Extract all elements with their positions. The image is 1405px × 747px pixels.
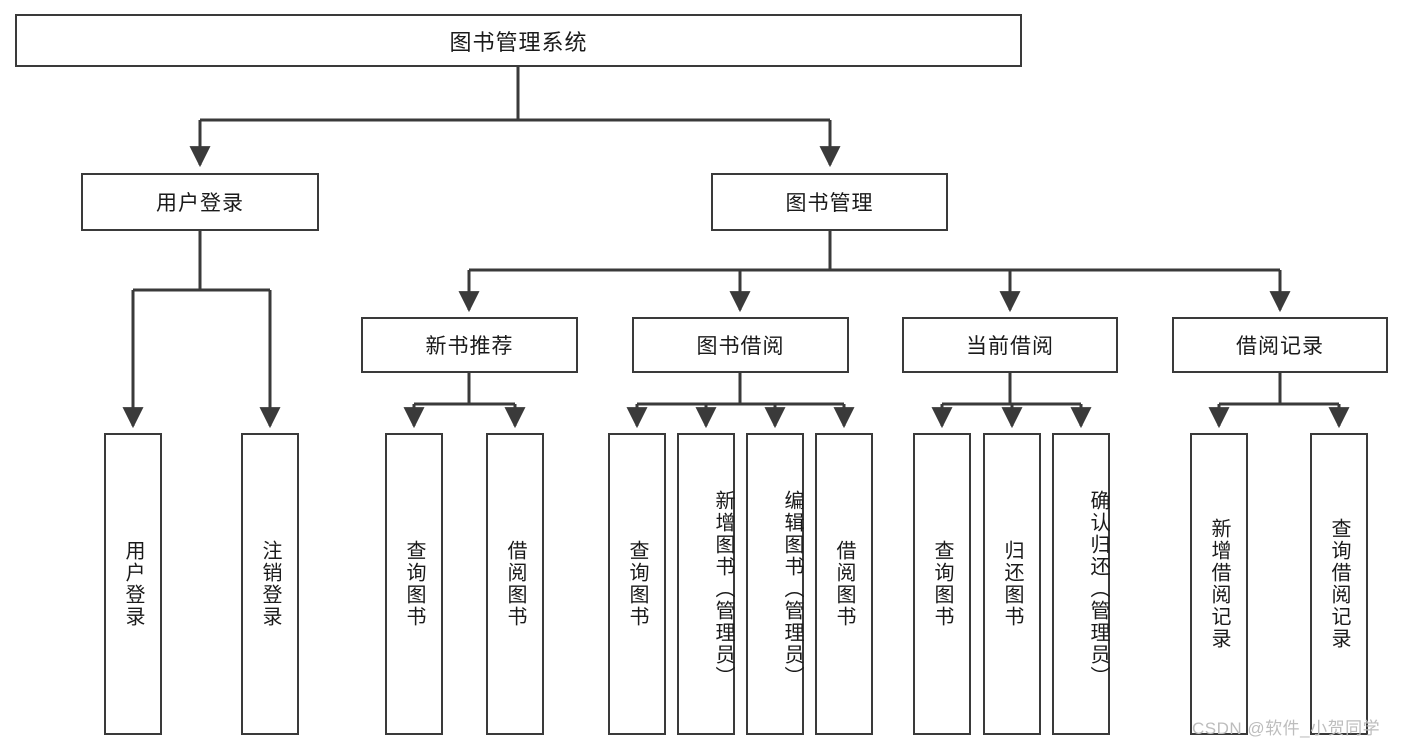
- node-borrow-record[interactable]: 借阅记录: [1172, 317, 1388, 373]
- node-label: 借阅图书: [833, 540, 855, 628]
- node-label: 确认归还（管理员）: [1087, 490, 1109, 688]
- leaf-query-book-current[interactable]: 查询图书: [913, 433, 971, 735]
- node-root-system[interactable]: 图书管理系统: [15, 14, 1022, 67]
- node-label: 查询图书: [626, 540, 648, 628]
- node-label: 新书推荐: [425, 335, 514, 358]
- leaf-borrow-book[interactable]: 借阅图书: [815, 433, 873, 735]
- node-book-borrow[interactable]: 图书借阅: [632, 317, 849, 373]
- node-label: 用户登录: [122, 540, 144, 628]
- node-label: 新增借阅记录: [1208, 518, 1230, 650]
- leaf-query-book-recommend[interactable]: 查询图书: [385, 433, 443, 735]
- watermark: CSDN @软件_小贺同学: [1192, 719, 1381, 738]
- node-label: 查询图书: [931, 540, 953, 628]
- node-label: 用户登录: [156, 192, 244, 215]
- node-label: 图书管理系统: [449, 29, 588, 55]
- leaf-query-book-borrow[interactable]: 查询图书: [608, 433, 666, 735]
- node-label: 注销登录: [259, 540, 281, 628]
- node-label: 查询借阅记录: [1328, 518, 1350, 650]
- leaf-query-borrow-record[interactable]: 查询借阅记录: [1310, 433, 1368, 735]
- leaf-confirm-return-admin[interactable]: 确认归还（管理员）: [1052, 433, 1110, 735]
- node-label: 借阅图书: [504, 540, 526, 628]
- node-label: 查询图书: [403, 540, 425, 628]
- leaf-edit-book-admin[interactable]: 编辑图书（管理员）: [746, 433, 804, 735]
- leaf-logout-login[interactable]: 注销登录: [241, 433, 299, 735]
- leaf-add-book-admin[interactable]: 新增图书（管理员）: [677, 433, 735, 735]
- node-label: 图书借阅: [696, 335, 785, 358]
- node-label: 借阅记录: [1236, 335, 1324, 358]
- leaf-add-borrow-record[interactable]: 新增借阅记录: [1190, 433, 1248, 735]
- node-label: 归还图书: [1001, 540, 1023, 628]
- node-label: 图书管理: [785, 192, 874, 215]
- node-label: 当前借阅: [966, 335, 1054, 358]
- node-label: 新增图书（管理员）: [712, 490, 734, 688]
- node-label: 编辑图书（管理员）: [781, 490, 803, 688]
- leaf-borrow-book-recommend[interactable]: 借阅图书: [486, 433, 544, 735]
- leaf-user-login[interactable]: 用户登录: [104, 433, 162, 735]
- node-user-login[interactable]: 用户登录: [81, 173, 319, 231]
- node-new-book-recommend[interactable]: 新书推荐: [361, 317, 578, 373]
- node-book-management[interactable]: 图书管理: [711, 173, 948, 231]
- node-current-borrow[interactable]: 当前借阅: [902, 317, 1118, 373]
- leaf-return-book[interactable]: 归还图书: [983, 433, 1041, 735]
